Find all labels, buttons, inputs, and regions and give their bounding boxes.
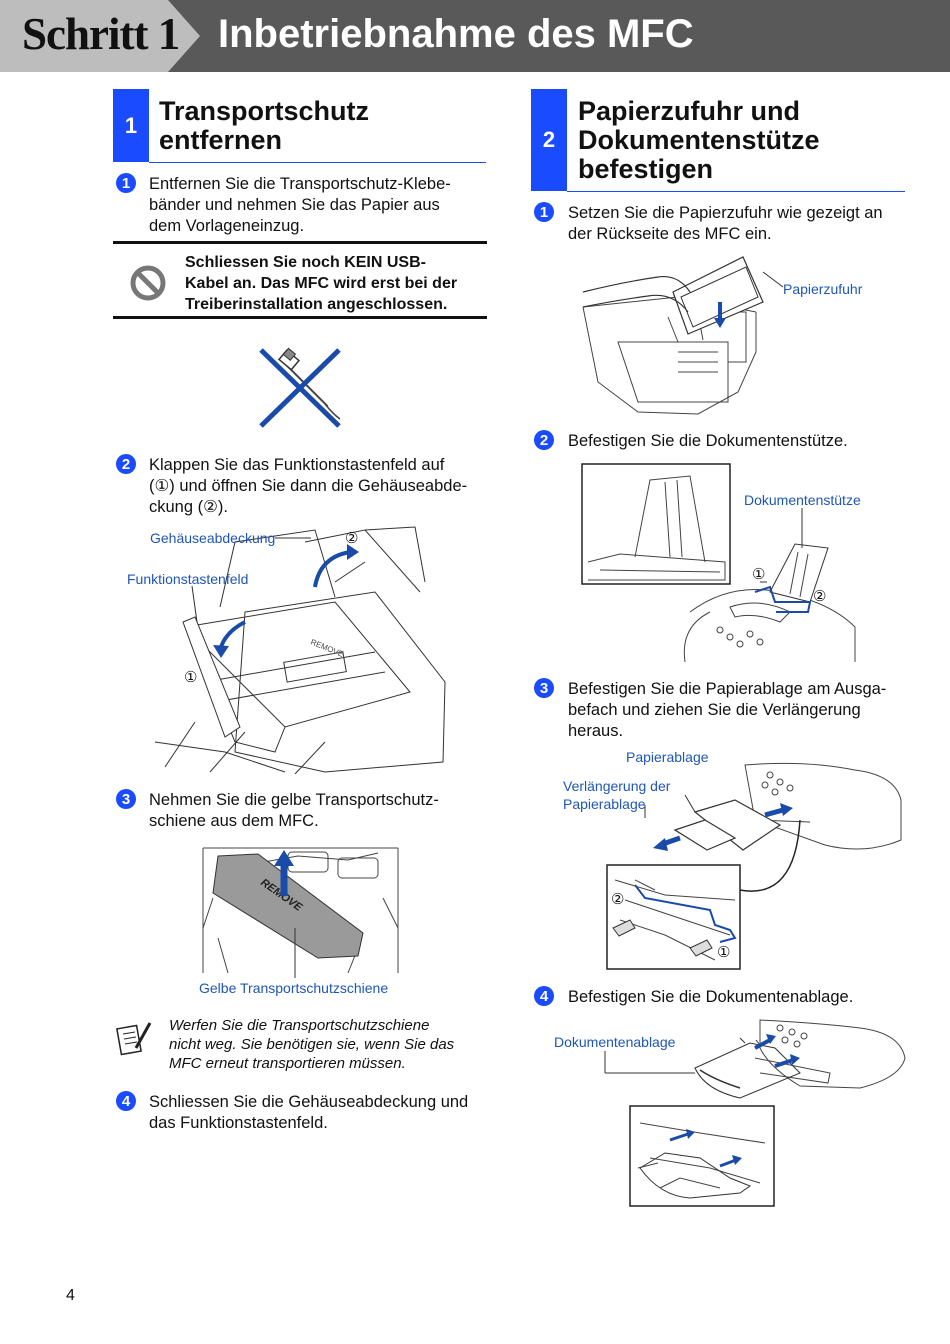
text-line: der Rückseite des MFC ein. xyxy=(568,225,772,243)
section-underline xyxy=(149,162,486,163)
callout-label-paper-feed: Papierzufuhr xyxy=(783,281,863,297)
text-line: dem Vorlageneinzug. xyxy=(149,217,305,235)
prohibited-icon xyxy=(130,265,166,301)
text-line: Treiberinstallation angeschlossen. xyxy=(185,296,448,313)
text-line: Werfen Sie die Transportschutzschiene xyxy=(169,1017,430,1034)
step-bullet: 1 xyxy=(116,173,136,193)
section-title-line: Papierzufuhr und xyxy=(578,96,800,126)
paper-feed-figure xyxy=(582,256,784,415)
callout-number: ② xyxy=(345,530,359,547)
text-line: Schliessen Sie die Gehäuseabdeckung und xyxy=(149,1093,469,1111)
callout-number: ① xyxy=(184,669,198,686)
text-line: Nehmen Sie die gelbe Transportschutz- xyxy=(149,791,439,809)
step-bullet: 4 xyxy=(116,1091,136,1111)
section-title: Papierzufuhr und Dokumentenstütze befest… xyxy=(578,97,820,184)
text-line: heraus. xyxy=(568,722,624,740)
text-line: Entfernen Sie die Transportschutz-Klebe- xyxy=(149,175,451,193)
step-text: Nehmen Sie die gelbe Transportschutz- sc… xyxy=(149,790,489,832)
section-number: 1 xyxy=(113,89,149,162)
page-title: Inbetriebnahme des MFC xyxy=(218,12,694,56)
section-title-line: Dokumentenstütze xyxy=(578,125,820,155)
step-bullet: 2 xyxy=(116,454,136,474)
callout-number: ② xyxy=(611,891,625,908)
transport-rail-figure: REMOVE xyxy=(202,847,399,978)
callout-label-tray: Papierablage xyxy=(626,749,709,765)
text-line: schiene aus dem MFC. xyxy=(149,812,319,830)
step-text: Schliessen Sie die Gehäuseabdeckung und … xyxy=(149,1092,494,1134)
remove-text: REMOVE xyxy=(309,638,345,659)
text-line: Befestigen Sie die Dokumentenablage. xyxy=(568,988,854,1006)
step-bullet: 4 xyxy=(534,986,554,1006)
step-text: Befestigen Sie die Dokumentenstütze. xyxy=(568,431,913,452)
callout-label-extension: Verlängerung der Papierablage xyxy=(563,777,670,813)
open-cover-figure: REMOVE xyxy=(154,526,446,774)
warning-text: Schliessen Sie noch KEIN USB- Kabel an. … xyxy=(185,252,485,315)
note-pad-icon xyxy=(116,1022,152,1056)
section-title: Transportschutz entfernen xyxy=(159,97,369,155)
header-chevron xyxy=(168,0,200,72)
callout-label-panel: Funktionstastenfeld xyxy=(127,571,249,587)
step-label: Schritt 1 xyxy=(22,9,180,59)
note-text: Werfen Sie die Transportschutzschiene ni… xyxy=(169,1016,489,1073)
text-line: Verlängerung der xyxy=(563,778,671,794)
step-text: Befestigen Sie die Dokumentenablage. xyxy=(568,987,913,1008)
callout-label-cover: Gehäuseabdeckung xyxy=(150,530,276,546)
text-line: (①) und öffnen Sie dann die Gehäuseabde- xyxy=(149,477,468,495)
text-line: befach und ziehen Sie die Verlängerung xyxy=(568,701,861,719)
section-title-line: befestigen xyxy=(578,154,714,184)
text-line: Papierablage xyxy=(563,796,646,812)
document-tray-figure xyxy=(604,1019,906,1207)
text-line: MFC erneut transportieren müssen. xyxy=(169,1055,406,1072)
warning-rule-bottom xyxy=(113,316,487,319)
step-text: Setzen Sie die Papierzufuhr wie gezeigt … xyxy=(568,203,913,245)
step-text: Entfernen Sie die Transportschutz-Klebe-… xyxy=(149,174,489,237)
callout-number: ① xyxy=(717,944,731,961)
text-line: bänder und nehmen Sie das Papier aus xyxy=(149,196,440,214)
step-text: Klappen Sie das Funktionstastenfeld auf … xyxy=(149,455,494,518)
callout-label-rail: Gelbe Transportschutzschiene xyxy=(199,980,389,996)
warning-rule-top xyxy=(113,241,487,244)
text-line: Kabel an. Das MFC wird erst bei der xyxy=(185,275,458,292)
text-line: ckung (②). xyxy=(149,498,228,516)
step-bullet: 2 xyxy=(534,430,554,450)
callout-number: ① xyxy=(752,566,766,583)
usb-cable-crossed-figure xyxy=(259,347,341,428)
step-text: Befestigen Sie die Papierablage am Ausga… xyxy=(568,679,913,742)
header-left-band xyxy=(0,0,200,72)
text-line: Befestigen Sie die Dokumentenstütze. xyxy=(568,432,848,450)
document-support-figure xyxy=(581,463,856,662)
text-line: Setzen Sie die Papierzufuhr wie gezeigt … xyxy=(568,204,883,222)
page-number: 4 xyxy=(66,1287,75,1304)
text-line: das Funktionstastenfeld. xyxy=(149,1114,328,1132)
callout-number: ② xyxy=(813,588,827,605)
section-number: 2 xyxy=(531,89,567,191)
callout-label-doc-tray: Dokumentenablage xyxy=(554,1034,676,1050)
step-bullet: 3 xyxy=(116,789,136,809)
header-title-bar xyxy=(168,0,950,72)
section-title-line: Transportschutz xyxy=(159,96,370,126)
step-bullet: 1 xyxy=(534,202,554,222)
text-line: Befestigen Sie die Papierablage am Ausga… xyxy=(568,680,887,698)
step-bullet: 3 xyxy=(534,678,554,698)
section-underline xyxy=(567,191,905,192)
paper-tray-figure xyxy=(606,762,902,970)
callout-label-doc-support: Dokumentenstütze xyxy=(744,492,861,508)
text-line: Schliessen Sie noch KEIN USB- xyxy=(185,254,426,271)
text-line: Klappen Sie das Funktionstastenfeld auf xyxy=(149,456,445,474)
text-line: nicht weg. Sie benötigen sie, wenn Sie d… xyxy=(169,1036,455,1053)
section-title-line: entfernen xyxy=(159,125,283,155)
